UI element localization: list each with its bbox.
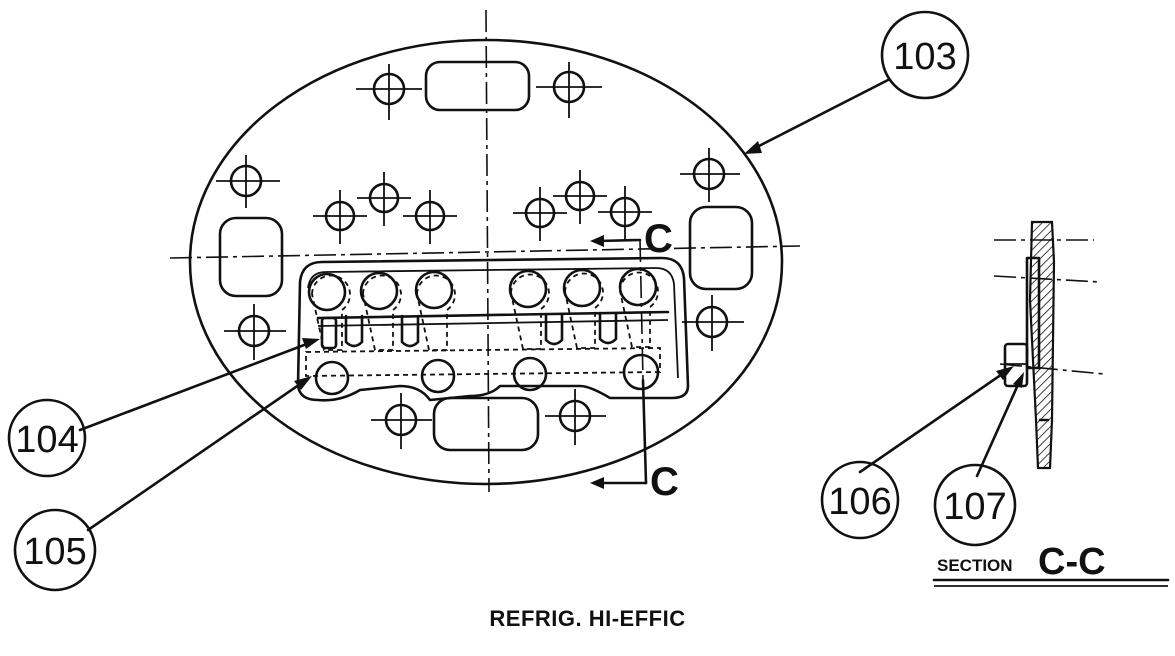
section-marker-bottom: C bbox=[650, 460, 679, 504]
plate-outline bbox=[188, 38, 784, 486]
bolt-hole bbox=[403, 190, 457, 244]
bolt-hole bbox=[216, 155, 280, 208]
section-plate bbox=[1028, 220, 1056, 470]
bolt-hole bbox=[357, 172, 411, 226]
right-port bbox=[688, 205, 754, 291]
callout-105: 105 bbox=[13, 508, 97, 592]
bolt-hole bbox=[545, 389, 606, 445]
section-view bbox=[993, 220, 1105, 470]
bolt-hole bbox=[598, 186, 652, 240]
bolt-hole bbox=[313, 190, 367, 244]
bolt-hole bbox=[513, 187, 567, 241]
section-title-letters: C-C bbox=[1038, 541, 1106, 583]
valve-assembly bbox=[296, 256, 690, 402]
svg-text:103: 103 bbox=[893, 36, 956, 78]
svg-text:106: 106 bbox=[828, 481, 891, 523]
bolt-hole bbox=[356, 64, 422, 120]
section-title: SECTION C-C bbox=[932, 541, 1170, 587]
bolt-hole bbox=[682, 295, 744, 351]
callout-106: 106 bbox=[820, 460, 900, 540]
horizontal-centerline bbox=[169, 245, 801, 259]
svg-text:105: 105 bbox=[23, 531, 86, 573]
left-port bbox=[218, 216, 284, 298]
bolt-hole bbox=[536, 62, 602, 118]
section-cut-line bbox=[590, 235, 648, 489]
leader-lines bbox=[78, 78, 1024, 532]
retainer-inner bbox=[307, 267, 679, 379]
section-title-word: SECTION bbox=[937, 556, 1013, 575]
bolt-hole bbox=[224, 304, 286, 360]
svg-text:107: 107 bbox=[943, 486, 1006, 528]
bottom-port bbox=[432, 396, 540, 452]
bolt-hole bbox=[371, 393, 432, 449]
retainer-outline bbox=[296, 256, 690, 402]
reed-petals bbox=[305, 271, 661, 377]
bolt-holes bbox=[216, 62, 744, 449]
figure-caption: REFRIG. HI-EFFIC bbox=[489, 606, 686, 631]
svg-text:104: 104 bbox=[15, 419, 78, 461]
top-port bbox=[424, 60, 531, 112]
valve-plate-view: C C bbox=[169, 9, 801, 504]
bolt-hole bbox=[553, 170, 607, 224]
callout-103: 103 bbox=[880, 10, 970, 100]
vertical-centerline bbox=[485, 9, 490, 493]
bolt-hole bbox=[680, 148, 740, 202]
section-marker-top: C bbox=[644, 217, 673, 261]
callout-107: 107 bbox=[933, 463, 1017, 547]
callout-104: 104 bbox=[7, 398, 87, 478]
